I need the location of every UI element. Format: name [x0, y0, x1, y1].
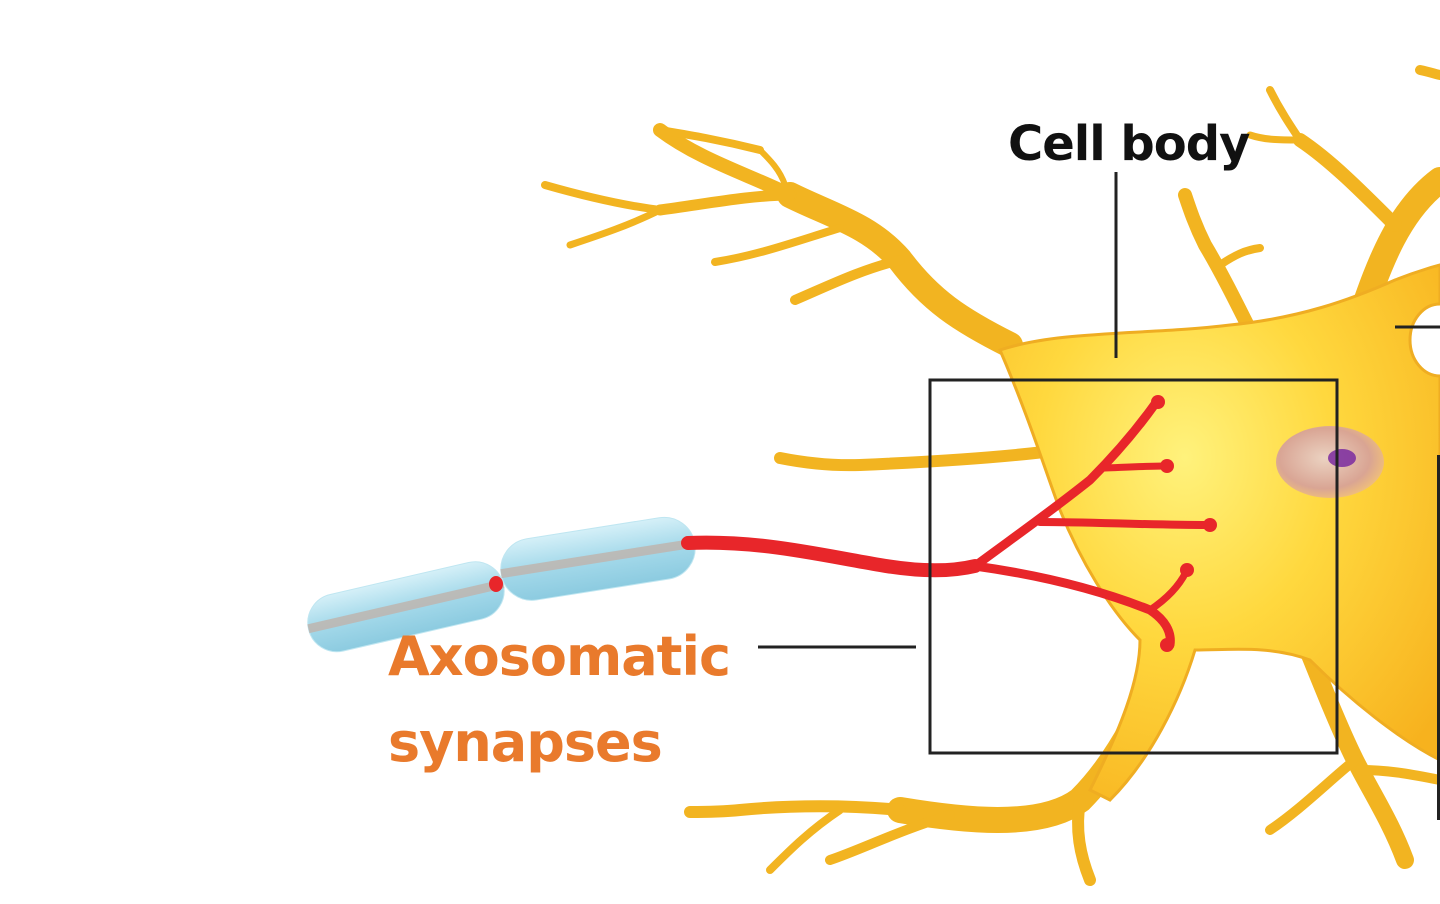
- presynaptic-axon: [307, 516, 696, 653]
- axosomatic-label-line1: Axosomatic: [388, 625, 731, 688]
- synapse-highlight-box: [928, 378, 1339, 755]
- bouton: [1151, 395, 1165, 409]
- bouton: [1203, 518, 1217, 532]
- dendrite-upper-right: [1178, 188, 1264, 337]
- axon-terminals: [681, 399, 1212, 650]
- bouton: [1180, 563, 1194, 577]
- axosomatic-synapses-label: Axosomatic synapses: [388, 614, 748, 786]
- axosomatic-label-line2: synapses: [388, 711, 663, 774]
- dendrite-left-mid: [774, 444, 1066, 472]
- soma-right-bulge: [1408, 302, 1440, 378]
- synaptic-boutons: [1151, 395, 1217, 652]
- cell-body-label: Cell body: [1008, 116, 1250, 172]
- dendrite-bottom-right: [1265, 621, 1440, 869]
- dendrite-upper-left: [541, 123, 1023, 358]
- bouton: [1160, 459, 1174, 473]
- node-of-ranvier: [489, 576, 503, 592]
- bouton: [1160, 638, 1174, 652]
- soma: [997, 263, 1440, 802]
- nucleolus: [1328, 449, 1356, 467]
